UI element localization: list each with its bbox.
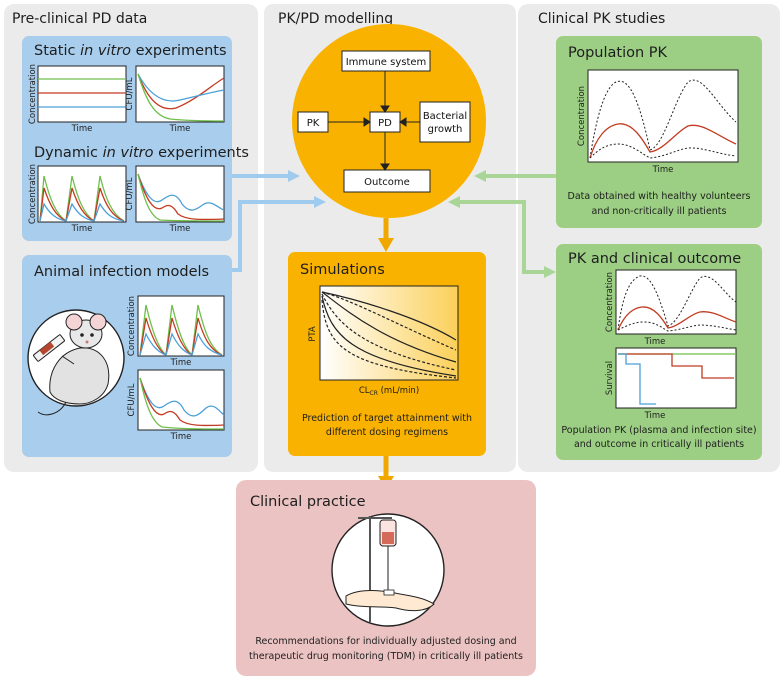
dynamic-conc-curve-blue — [39, 202, 125, 222]
outcome-xlabel-1: Time — [644, 337, 666, 347]
survival-curve-blue — [618, 353, 656, 405]
static-cfu-curve-blue — [137, 73, 225, 102]
animal-ylabel-2: CFU/mL — [127, 383, 137, 416]
simulations-caption-2: different dosing regimens — [326, 427, 448, 438]
dynamic-cfu-curve-green — [137, 173, 225, 222]
outcome-node — [343, 169, 431, 193]
pk-outcome-title: PK and clinical outcome — [568, 251, 741, 267]
svg-text:PK: PK — [307, 118, 320, 129]
dynamic-concentration-plot — [37, 165, 127, 223]
poppk-median — [589, 123, 737, 159]
poppk-ylabel: Concentration — [577, 86, 587, 146]
model-internal-arrows — [328, 71, 420, 171]
static-cfu-plot — [135, 65, 225, 123]
dynamic-xlabel-2: Time — [169, 224, 191, 234]
population-pk-plot — [587, 69, 739, 163]
static-cfu-curve-red — [137, 73, 225, 110]
animal-xlabel-1: Time — [170, 358, 192, 368]
outcome-conc-median — [617, 306, 737, 331]
animal-cfu-curve-blue — [139, 377, 225, 417]
static-cfu-curve-green — [137, 73, 225, 122]
animal-xlabel-2: Time — [170, 432, 192, 442]
clinical-pk-header: Clinical PK studies — [538, 11, 665, 27]
outcome-xlabel-2: Time — [644, 411, 666, 421]
svg-text:Bacterial: Bacterial — [423, 111, 467, 122]
animal-conc-curve-blue — [139, 332, 223, 356]
simulations-caption-1: Prediction of target attainment with — [302, 413, 472, 424]
dynamic-title: Dynamic in vitro experiments — [34, 145, 249, 161]
poppk-xlabel: Time — [652, 165, 674, 175]
poppk-caption-2: and non-critically ill patients — [592, 206, 727, 217]
population-pk-title: Population PK — [568, 45, 668, 61]
dynamic-cfu-plot — [135, 165, 225, 223]
outcome-ylabel-2: Survival — [605, 361, 615, 395]
animal-conc-curve-green — [139, 304, 223, 357]
blue-arrows — [232, 170, 326, 272]
animal-cfu-curve-red — [139, 377, 225, 427]
simulations-title: Simulations — [300, 262, 385, 278]
immune-system-node — [341, 50, 431, 72]
dynamic-cfu-curve-red — [137, 173, 225, 221]
preclinical-header: Pre-clinical PD data — [12, 11, 147, 27]
outcome-conc-upper — [617, 275, 737, 331]
mouse-illustration — [27, 309, 125, 416]
dynamic-xlabel-1: Time — [71, 224, 93, 234]
dynamic-ylabel-1: Concentration — [28, 164, 38, 224]
poppk-caption-1: Data obtained with healthy volunteers — [568, 191, 751, 202]
pta-plot — [319, 285, 459, 381]
static-xlabel-2: Time — [169, 124, 191, 134]
pkpd-header: PK/PD modelling — [278, 11, 393, 27]
pta-xlabel: CLCR (mL/min) — [359, 386, 419, 397]
dynamic-ylabel-2: CFU/mL — [125, 177, 135, 210]
outcome-concentration-plot — [615, 269, 737, 335]
dynamic-cfu-curve-blue — [137, 173, 225, 211]
static-xlabel-1: Time — [71, 124, 93, 134]
svg-text:PD: PD — [378, 118, 392, 129]
pta-ylabel: PTA — [308, 326, 318, 342]
bacterial-growth-node — [419, 101, 471, 143]
dynamic-conc-curve-red — [39, 187, 125, 222]
clinical-caption-1: Recommendations for individually adjuste… — [255, 636, 516, 647]
clinical-practice-title: Clinical practice — [250, 494, 366, 510]
animal-conc-curve-red — [139, 317, 223, 357]
animal-title: Animal infection models — [34, 264, 209, 280]
static-ylabel-1: Concentration — [28, 64, 38, 124]
survival-curve-red — [618, 353, 734, 379]
svg-text:Outcome: Outcome — [364, 177, 410, 188]
animal-cfu-curve-green — [139, 377, 225, 430]
outcome-caption-1: Population PK (plasma and infection site… — [561, 425, 756, 436]
outcome-conc-lower — [617, 321, 737, 332]
static-concentration-plot — [37, 65, 127, 123]
pta-curves — [321, 291, 457, 379]
animal-ylabel-1: Concentration — [127, 296, 137, 356]
dynamic-conc-curve-green — [39, 175, 125, 223]
outcome-ylabel-1: Concentration — [605, 272, 615, 332]
outcome-caption-2: and outcome in critically ill patients — [574, 439, 744, 450]
green-arrows — [448, 170, 556, 278]
poppk-upper-bound — [589, 79, 737, 159]
static-title: Static in vitro experiments — [34, 43, 227, 59]
clinical-caption-2: therapeutic drug monitoring (TDM) in cri… — [249, 651, 523, 662]
static-ylabel-2: CFU/mL — [125, 77, 135, 110]
svg-text:growth: growth — [428, 124, 463, 135]
svg-text:Immune system: Immune system — [346, 57, 427, 68]
iv-drip-illustration — [331, 513, 445, 627]
